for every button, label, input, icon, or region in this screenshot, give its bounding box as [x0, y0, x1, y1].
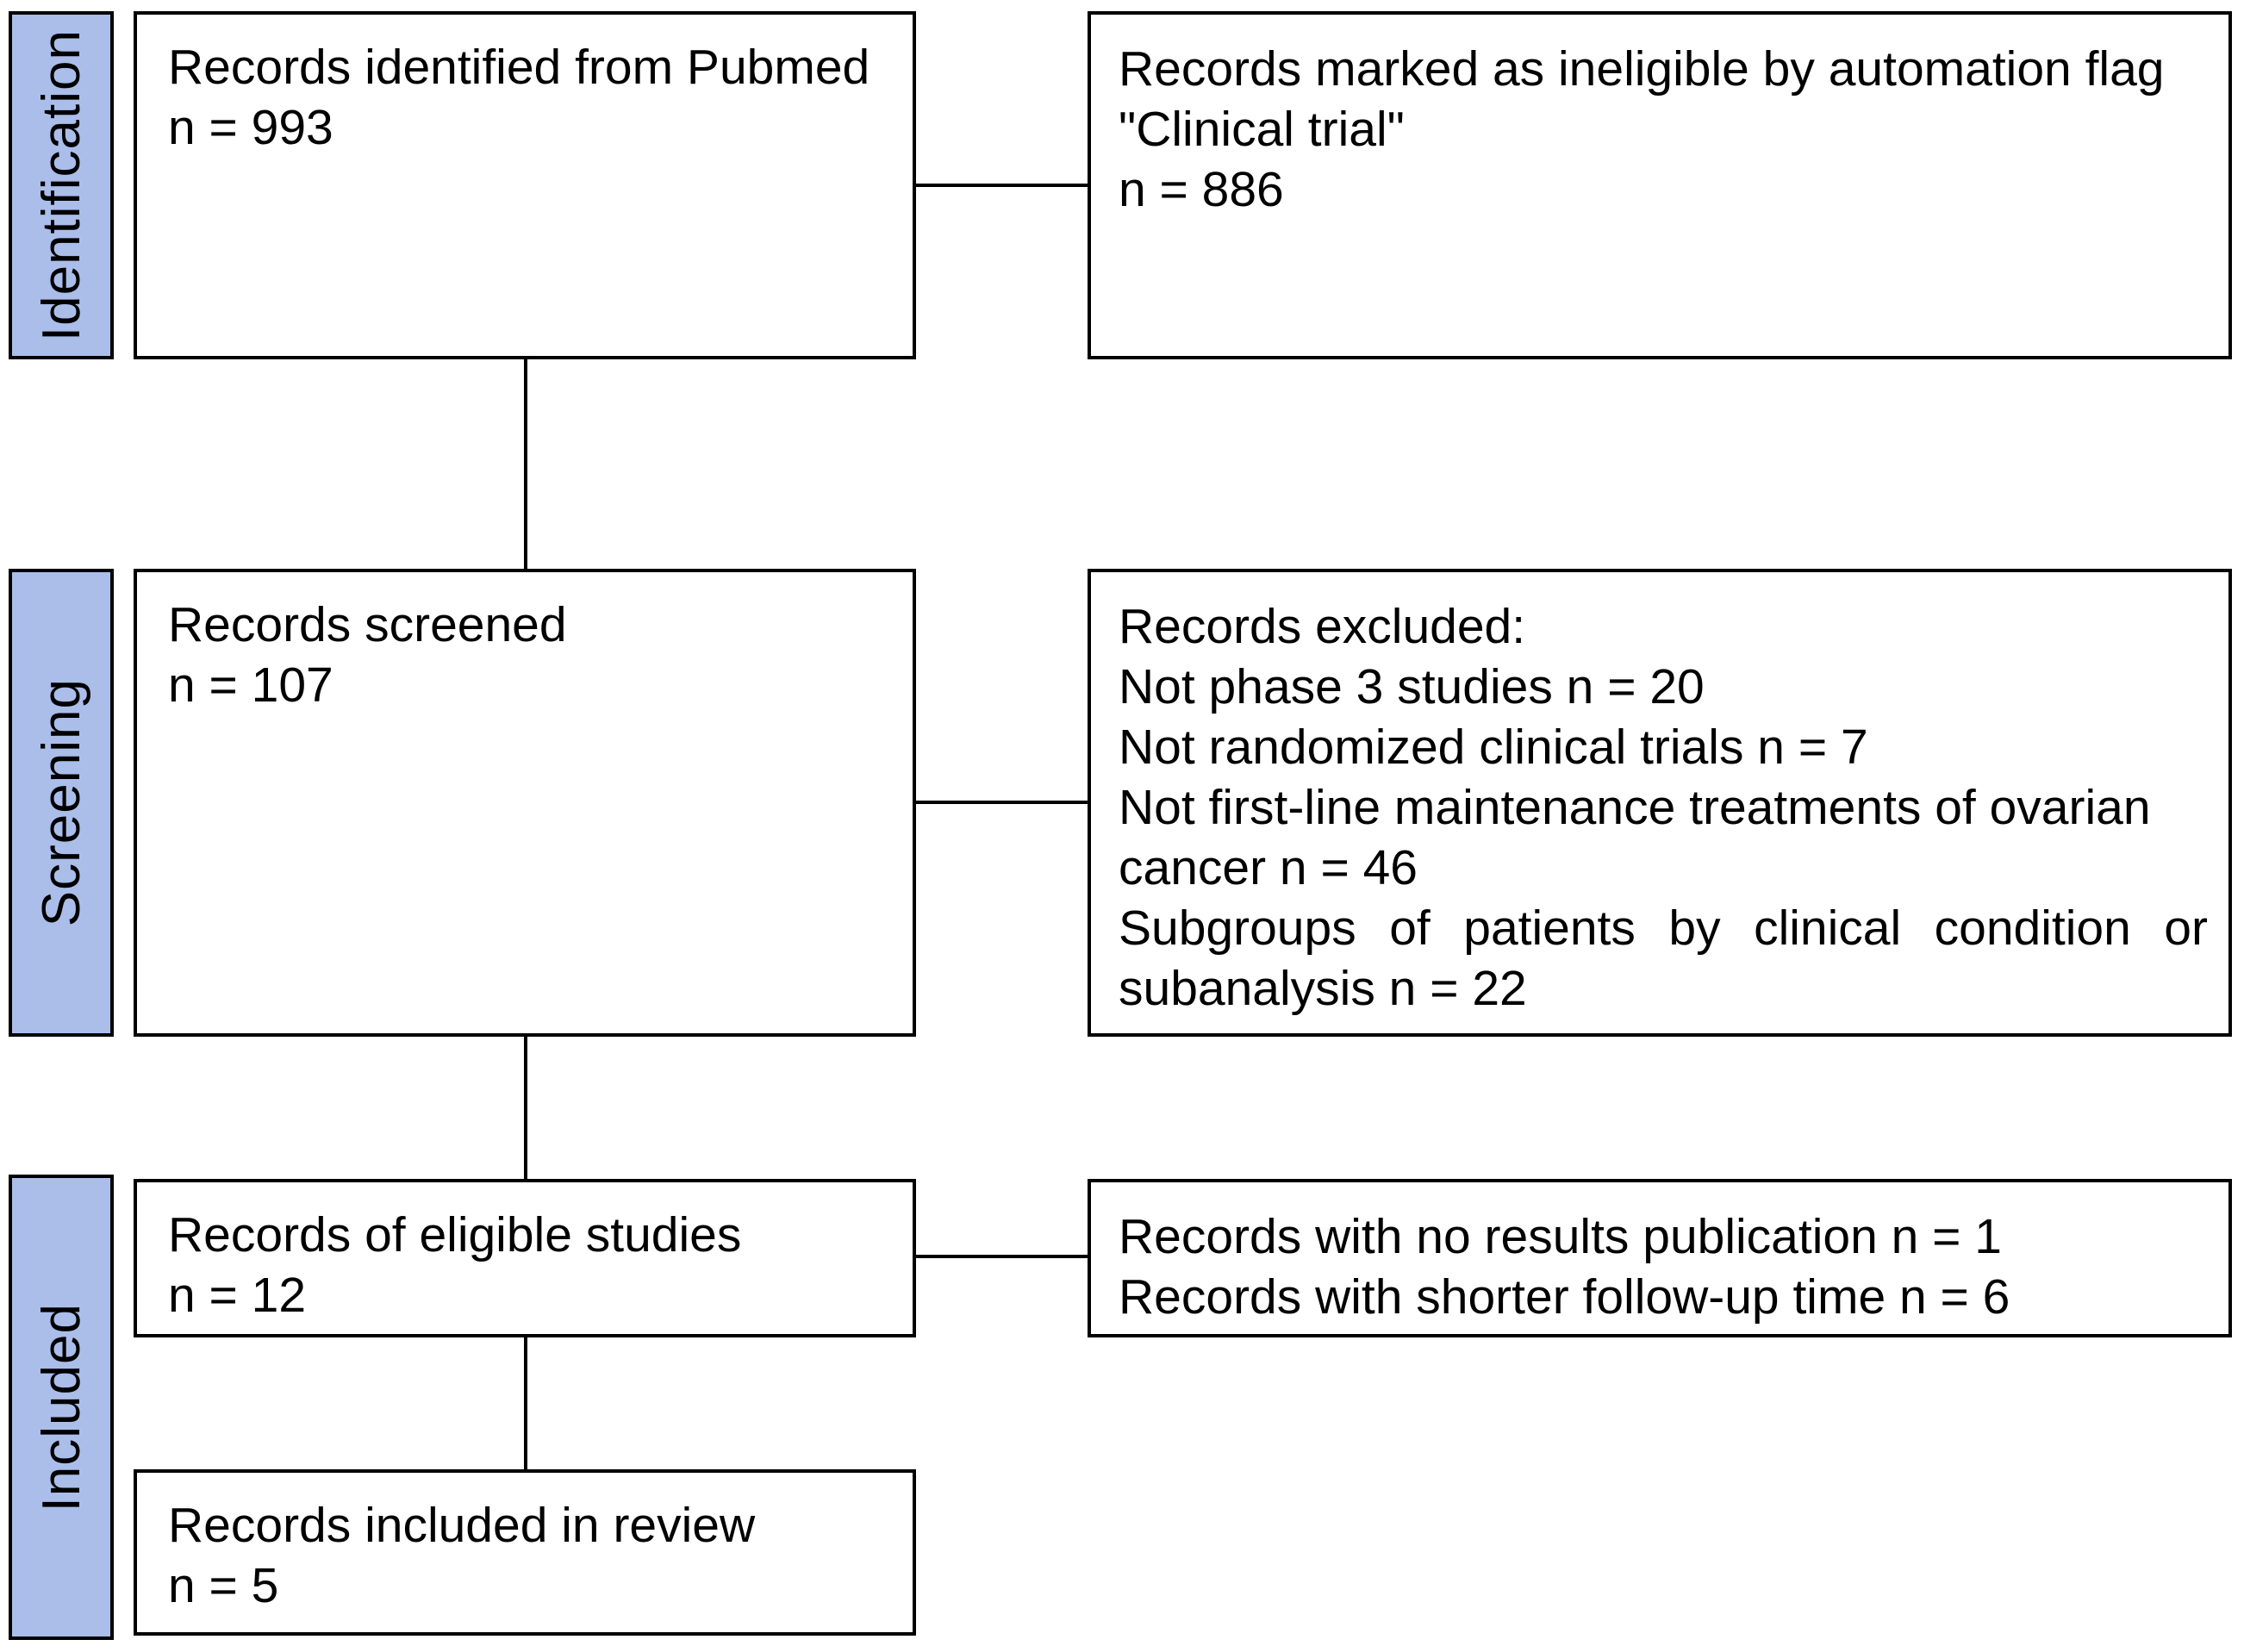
connector-identified-to-screened — [524, 359, 527, 569]
box-text-line: subanalysis n = 22 — [1119, 961, 1527, 1016]
box-text-line: Records excluded: — [1119, 599, 1526, 654]
box-text-line: Records marked as ineligible by automati… — [1119, 41, 2165, 97]
box-text-line: "Clinical trial" — [1119, 102, 1405, 157]
box-text-line: Not phase 3 studies n = 20 — [1119, 659, 1705, 714]
box-text-line: n = 993 — [168, 100, 333, 155]
box-records-screened: Records screened n = 107 — [134, 569, 916, 1037]
box-text-line: n = 5 — [168, 1558, 279, 1613]
box-text-line: n = 886 — [1119, 162, 1284, 217]
stage-label-text: Identification — [31, 28, 91, 342]
box-text-line: Records screened — [168, 597, 567, 652]
stage-label-screening: Screening — [9, 569, 114, 1037]
connector-screened-to-excluded — [916, 801, 1088, 804]
box-records-ineligible: Records marked as ineligible by automati… — [1088, 11, 2232, 359]
box-text-line: Records with shorter follow-up time n = … — [1119, 1269, 2010, 1325]
box-text-line: Records with no results publication n = … — [1119, 1209, 2002, 1264]
stage-label-included: Included — [9, 1175, 114, 1640]
stage-label-text: Included — [31, 1302, 91, 1512]
box-text-line: n = 12 — [168, 1268, 307, 1323]
box-text-line: Records of eligible studies — [168, 1207, 742, 1262]
box-text-line: Records identified from Pubmed — [168, 40, 870, 95]
box-eligible-studies: Records of eligible studies n = 12 — [134, 1179, 916, 1337]
stage-label-identification: Identification — [9, 11, 114, 359]
box-records-not-retained: Records with no results publication n = … — [1088, 1179, 2232, 1337]
box-records-excluded: Records excluded: Not phase 3 studies n … — [1088, 569, 2232, 1037]
stage-label-text: Screening — [31, 678, 91, 927]
box-records-identified: Records identified from Pubmed n = 993 — [134, 11, 916, 359]
box-text-line: Subgroups of patients by clinical condit… — [1119, 901, 2208, 956]
box-included-in-review: Records included in review n = 5 — [134, 1469, 916, 1636]
box-text-line: Records included in review — [168, 1498, 756, 1553]
box-text-line: Not first-line maintenance treatments of… — [1119, 780, 2151, 835]
box-text-line: cancer n = 46 — [1119, 840, 1418, 895]
box-text-line: n = 107 — [168, 658, 333, 713]
connector-eligible-to-included — [524, 1337, 527, 1469]
connector-identified-to-ineligible — [916, 184, 1088, 187]
connector-eligible-to-notretained — [916, 1255, 1088, 1258]
connector-screened-to-eligible — [524, 1037, 527, 1179]
box-text-line: Not randomized clinical trials n = 7 — [1119, 720, 1868, 775]
